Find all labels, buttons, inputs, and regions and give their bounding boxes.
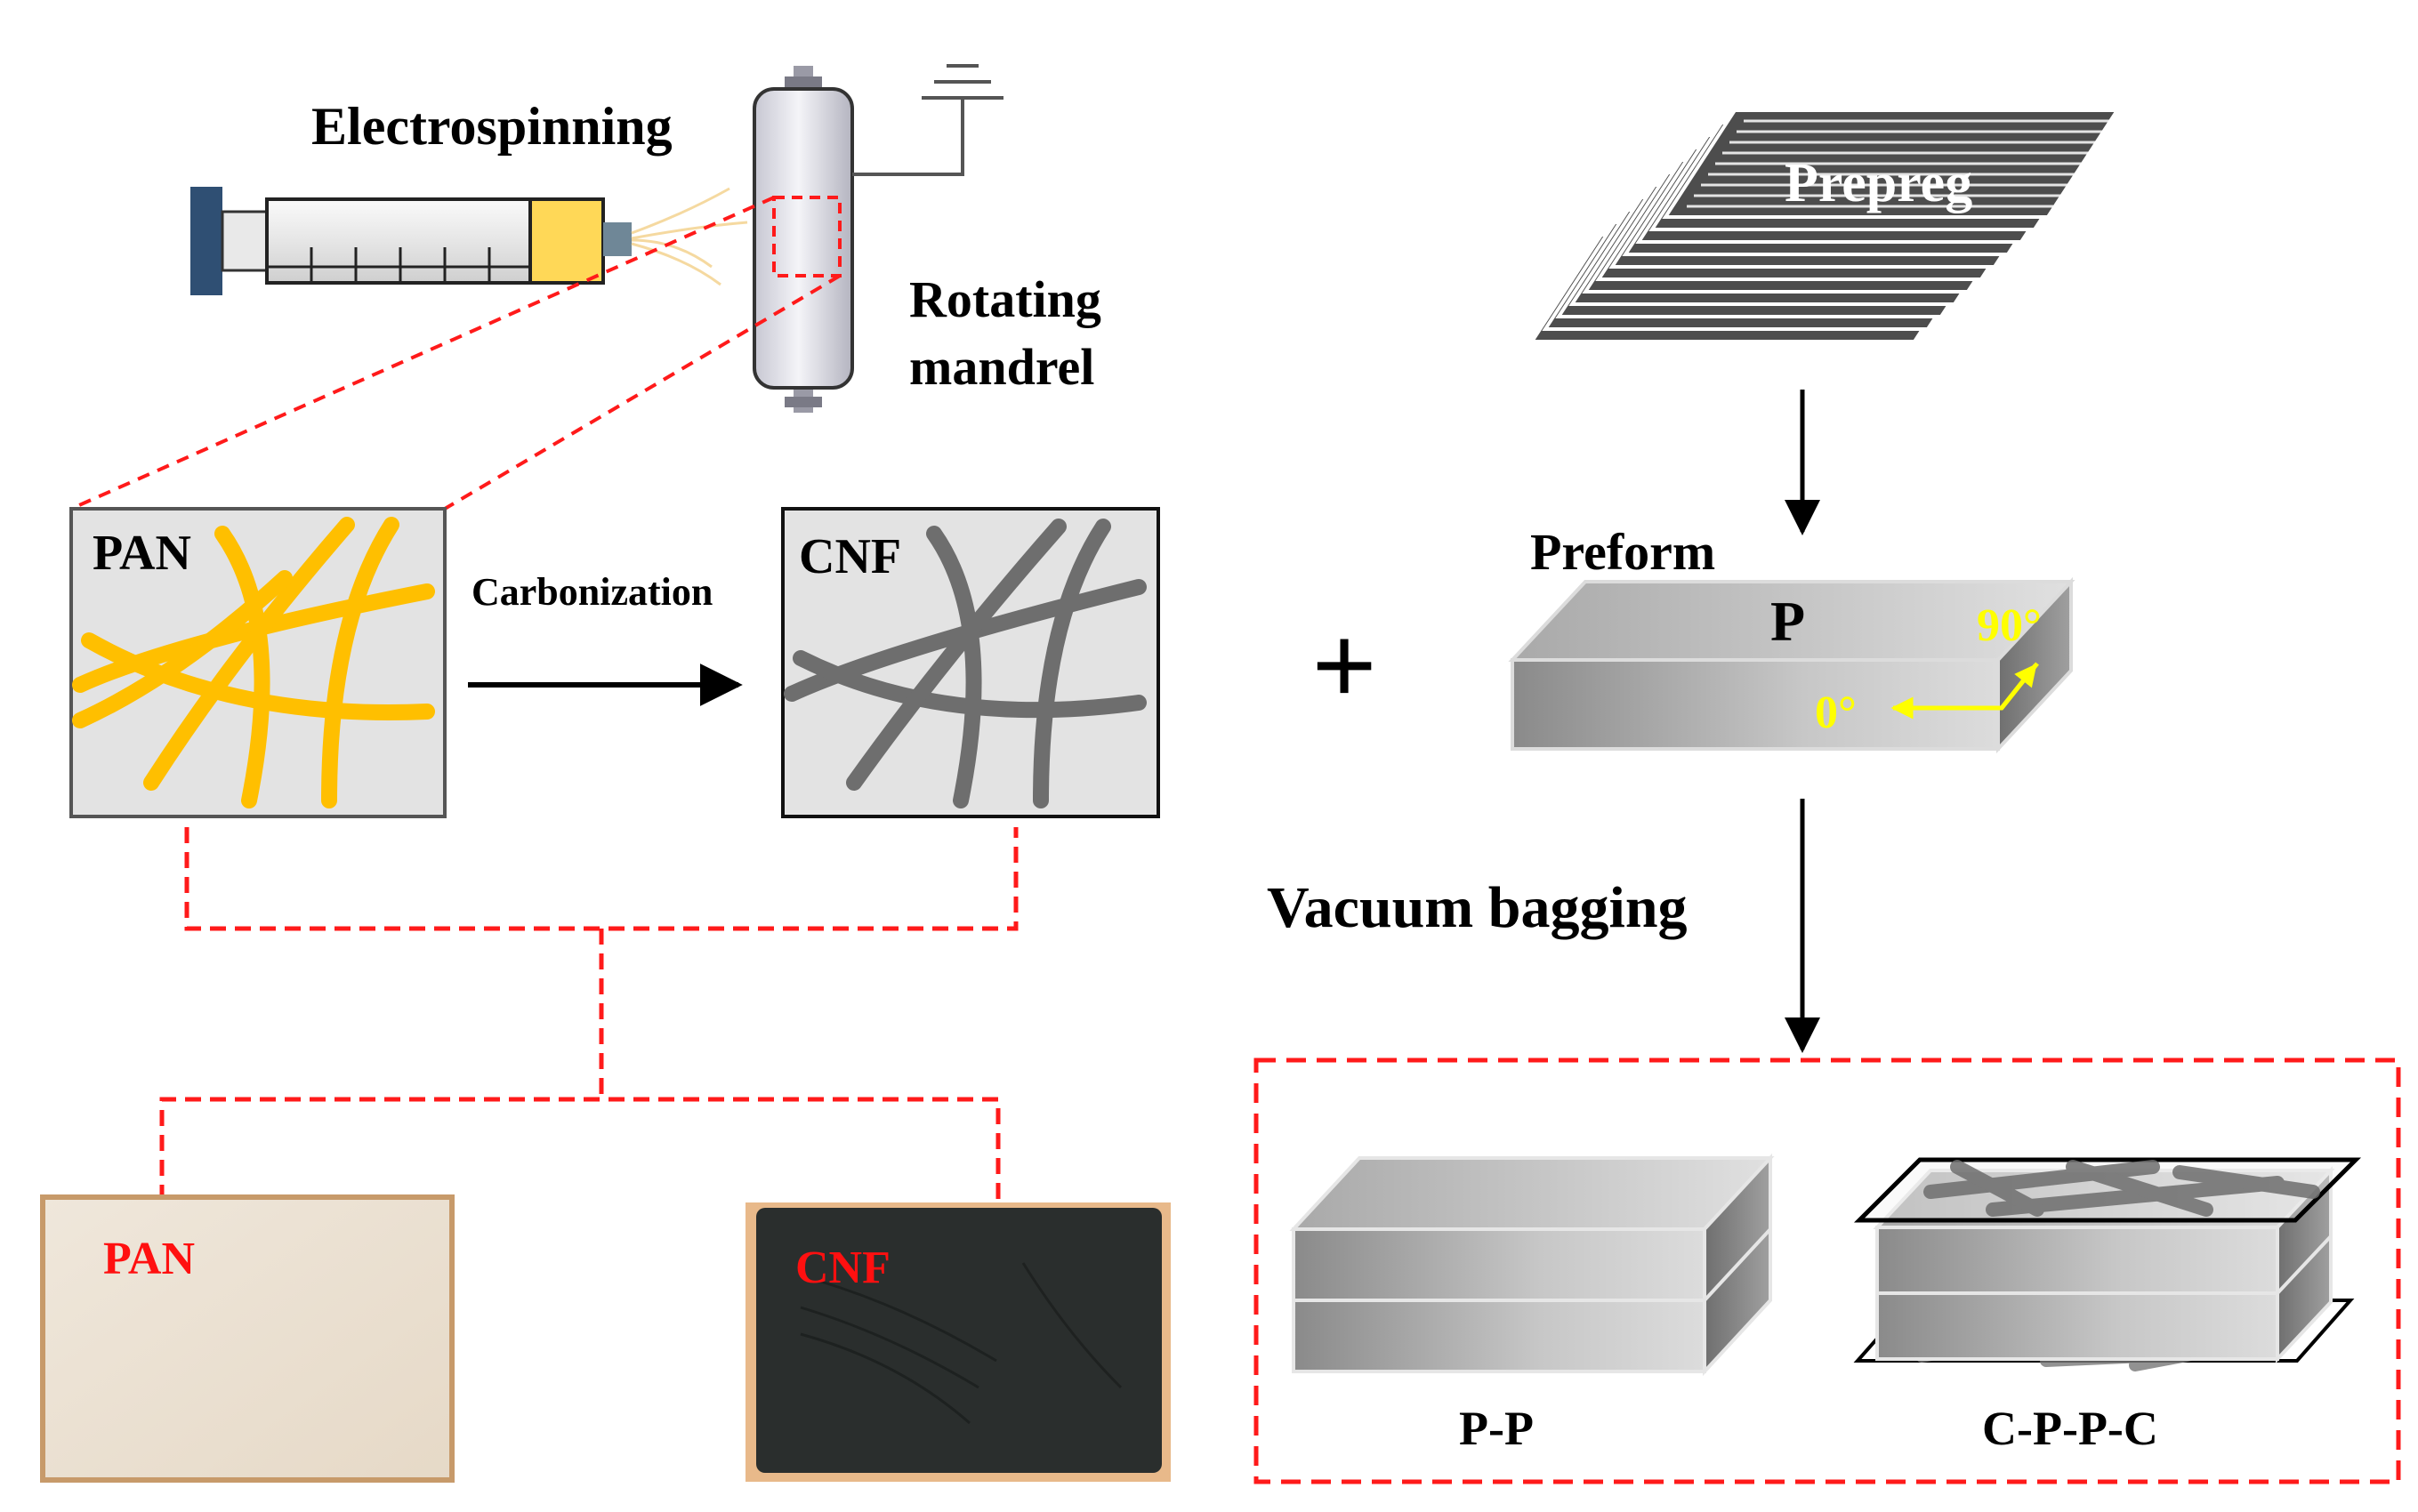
cnf-photo: CNF: [746, 1202, 1171, 1482]
syringe-plunger-cap: [190, 187, 222, 295]
ground-symbol: [852, 64, 1003, 176]
cnf-box-label: CNF: [799, 529, 901, 584]
pan-box-label: PAN: [93, 526, 191, 581]
prepreg-label: Prepreg: [1785, 153, 1972, 213]
syringe: [190, 187, 748, 295]
cnf-photo-label: CNF: [795, 1243, 891, 1293]
syringe-needle: [603, 222, 632, 256]
pan-photo: PAN: [40, 1194, 455, 1483]
photo-connector-lines: [159, 827, 1019, 1201]
mandrel-label: mandrel: [909, 338, 1094, 396]
cppc-label: C-P-P-C: [1982, 1402, 2158, 1455]
cnf-fiber-panel: CNF: [781, 507, 1160, 818]
plus-sign: +: [1311, 602, 1377, 730]
zoom-region: [772, 196, 842, 277]
electrospinning-label: Electrospinning: [311, 97, 673, 156]
pan-fibers: [72, 517, 435, 808]
angle-90-label: 90°: [1977, 600, 2042, 651]
rotating-mandrel: [753, 66, 854, 413]
prepreg-stack: Prepreg: [1528, 109, 2121, 343]
pan-photo-label: PAN: [103, 1234, 195, 1284]
carbonization-label: Carbonization: [472, 570, 713, 614]
vacuum-bagging-label: Vacuum bagging: [1267, 875, 1688, 940]
syringe-plunger-rod: [221, 210, 274, 272]
results-frame: [1253, 1058, 2401, 1484]
cppc-laminate: [1853, 1157, 2362, 1371]
cnf-fibers: [784, 519, 1147, 808]
syringe-solution: [528, 197, 605, 285]
spinning-jets: [631, 187, 748, 286]
syringe-barrel: [265, 197, 532, 285]
preform-p-label: P: [1770, 590, 1805, 653]
pp-laminate: [1289, 1153, 1775, 1377]
preform-label: Preform: [1530, 523, 1715, 581]
angle-0-label: 0°: [1815, 688, 1857, 738]
rotating-label: Rotating: [909, 270, 1101, 328]
cppc-top-fibers: [1923, 1160, 2320, 1217]
zoom-guide-lines: [70, 196, 842, 511]
pp-label: P-P: [1459, 1402, 1534, 1455]
preform-block: P 90° 0°: [1508, 576, 2075, 754]
pan-fiber-panel: PAN: [69, 507, 447, 818]
